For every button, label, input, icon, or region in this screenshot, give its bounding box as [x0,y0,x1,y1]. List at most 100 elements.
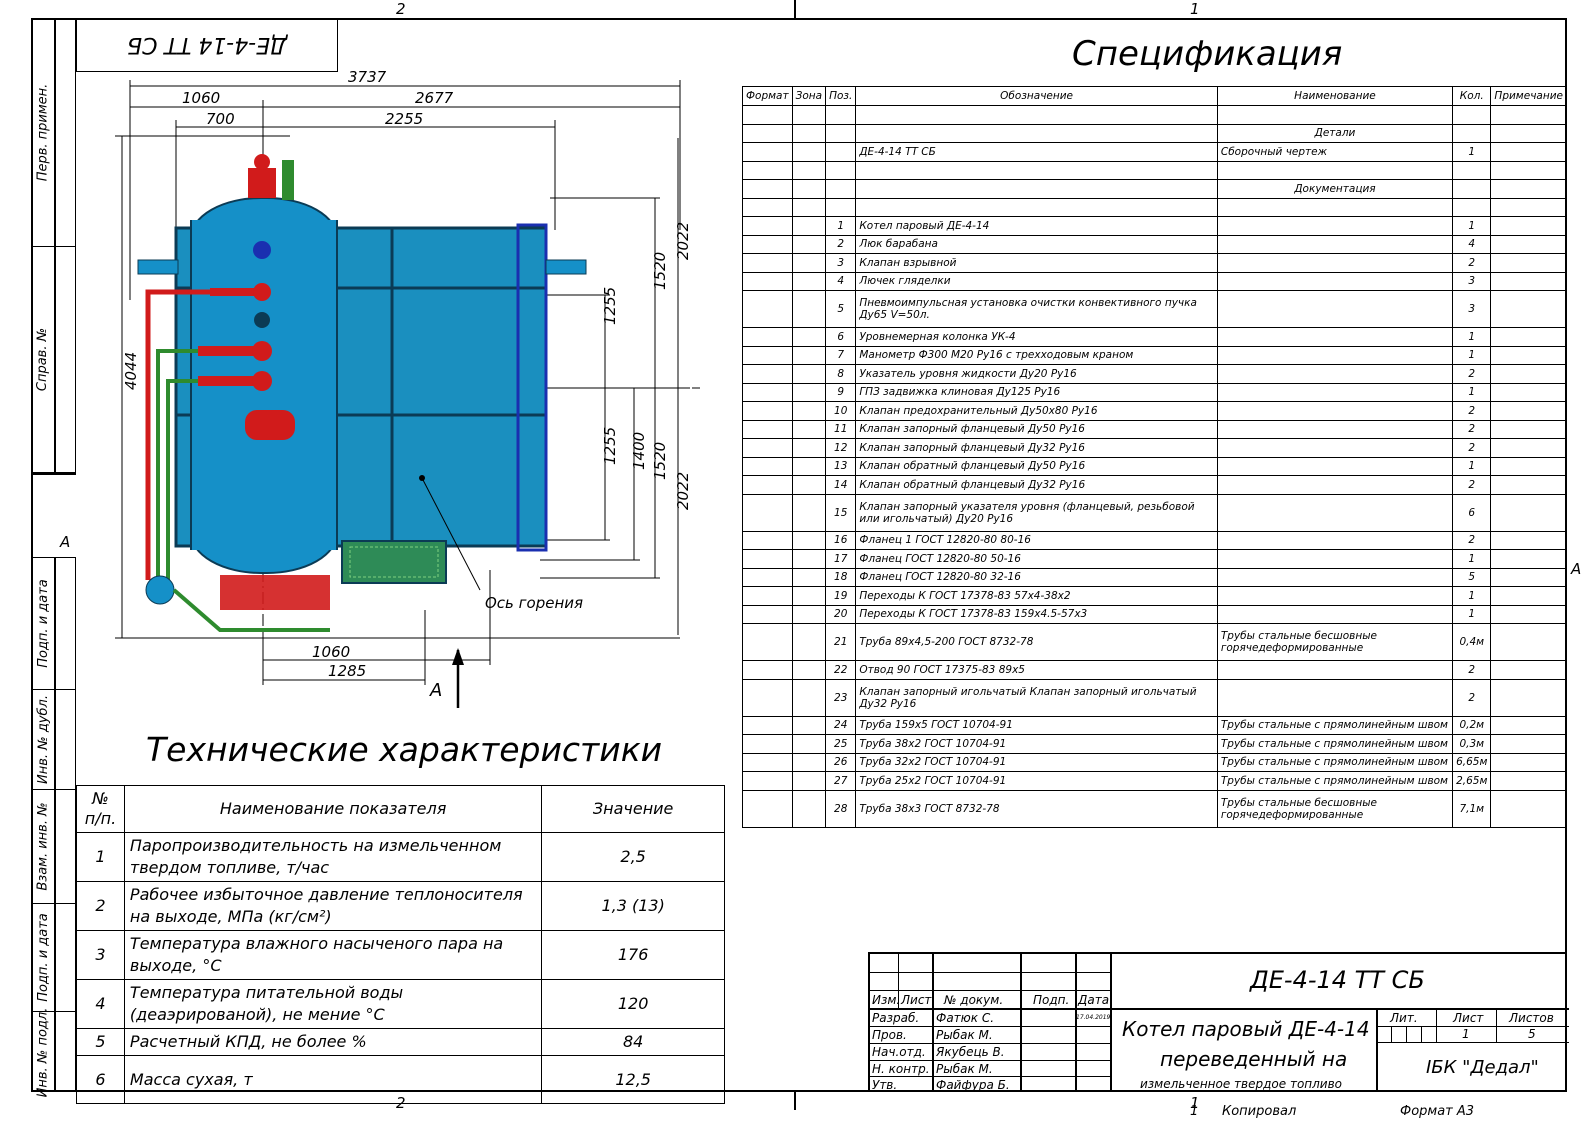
spec-note [1490,549,1567,569]
tech-value: 2,5 [541,832,725,882]
spec-designation: Клапан запорный указателя уровня (фланце… [855,493,1218,532]
spec-designation: Указатель уровня жидкости Ду20 Ру16 [855,364,1218,384]
spec-zone [791,382,827,402]
tech-name: Масса сухая, т [123,1055,543,1104]
spec-designation: Труба 38х3 ГОСТ 8732-78 [855,789,1218,828]
spec-pos [825,160,857,180]
spec-pos: 20 [825,604,857,624]
spec-pos: 3 [825,253,857,273]
spec-designation: Клапан запорный фланцевый Ду32 Ру16 [855,438,1218,458]
spec-zone [791,327,827,347]
spec-name [1216,290,1454,328]
spec-name [1216,271,1454,291]
spec-format [742,160,793,180]
spec-qty: 6,65м [1452,752,1492,772]
spec-format [742,734,793,754]
spec-format [742,327,793,347]
tech-title: Технические характеристики [146,730,663,769]
spec-pos [825,123,857,143]
spec-zone [791,105,827,125]
tb-date-0: 17.04.2019 [1076,1014,1111,1021]
spec-zone [791,530,827,550]
spec-note [1490,327,1567,347]
tb-sheets: 5 [1528,1027,1536,1041]
spec-designation: Клапан обратный фланцевый Ду50 Ру16 [855,456,1218,476]
spec-qty: 6 [1452,493,1492,532]
spec-hdr-format: Формат [742,86,793,106]
spec-qty: 1 [1452,216,1492,236]
spec-hdr-zone: Зона [791,86,827,106]
spec-note [1490,123,1567,143]
spec-pos: 17 [825,549,857,569]
spec-pos: 4 [825,271,857,291]
tb-hdr-list: Лист [901,993,932,1007]
spec-format [742,567,793,587]
spec-name [1216,364,1454,384]
tb-name-line1: Котел паровый ДЕ-4-14 [1122,1017,1370,1041]
spec-note [1490,216,1567,236]
spec-name [1216,493,1454,532]
axis-label: Ось горения [485,594,583,612]
rotated-designation-stamp: ДЕ-4-14 ТТ СБ [76,18,338,72]
spec-qty [1452,179,1492,199]
spec-format [742,382,793,402]
spec-format [742,345,793,365]
spec-format [742,549,793,569]
dim-2022-upper: 2022 [674,222,692,260]
stamp-text: ДЕ-4-14 ТТ СБ [126,32,288,57]
spec-name: Трубы стальные бесшовные горячедеформиро… [1216,623,1454,661]
dim-2677: 2677 [415,89,454,107]
spec-header-row: Формат Зона Поз. Обозначение Наименовани… [742,86,1567,106]
spec-pos: 12 [825,438,857,458]
view-label: А [429,680,442,701]
spec-designation: Фланец 1 ГОСТ 12820-80 80-16 [855,530,1218,550]
tb-hdr-podp: Подп. [1033,993,1070,1007]
spec-qty: 2 [1452,364,1492,384]
spec-pos: 11 [825,419,857,439]
dim-4044: 4044 [122,352,140,390]
spec-qty: 1 [1452,382,1492,402]
dim-1255-lower: 1255 [601,427,619,465]
spec-qty: 4 [1452,234,1492,254]
spec-format [742,771,793,791]
spec-name: Сборочный чертеж [1216,142,1454,162]
spec-name: Трубы стальные с прямолинейным швом [1216,734,1454,754]
spec-qty: 3 [1452,271,1492,291]
spec-note [1490,253,1567,273]
spec-pos: 14 [825,475,857,495]
side-strip-lower [31,557,76,1092]
spec-qty: 3 [1452,290,1492,328]
tech-num: 2 [76,881,125,931]
spec-note [1490,660,1567,680]
spec-format [742,105,793,125]
tech-hdr-value: Значение [541,785,725,833]
spec-pos: 16 [825,530,857,550]
spec-hdr-note: Примечание [1490,86,1567,106]
spec-note [1490,105,1567,125]
spec-note [1490,715,1567,735]
side-cell-6: Подп. и дата [31,904,76,1012]
spec-name [1216,530,1454,550]
spec-pos [825,197,857,217]
spec-note [1490,438,1567,458]
spec-note [1490,678,1567,717]
spec-format [742,142,793,162]
spec-format [742,179,793,199]
side-strip-cells: Перв. примен. Справ. № Подп. и дата Инв.… [31,0,76,1123]
spec-designation: Труба 38х2 ГОСТ 10704-91 [855,734,1218,754]
spec-note [1490,160,1567,180]
spec-format [742,123,793,143]
tb-org: ІБК "Дедал" [1426,1057,1539,1078]
tb-person-3: Рыбак М. [936,1062,993,1076]
tech-value: 1,3 (13) [541,881,725,931]
spec-pos: 15 [825,493,857,532]
